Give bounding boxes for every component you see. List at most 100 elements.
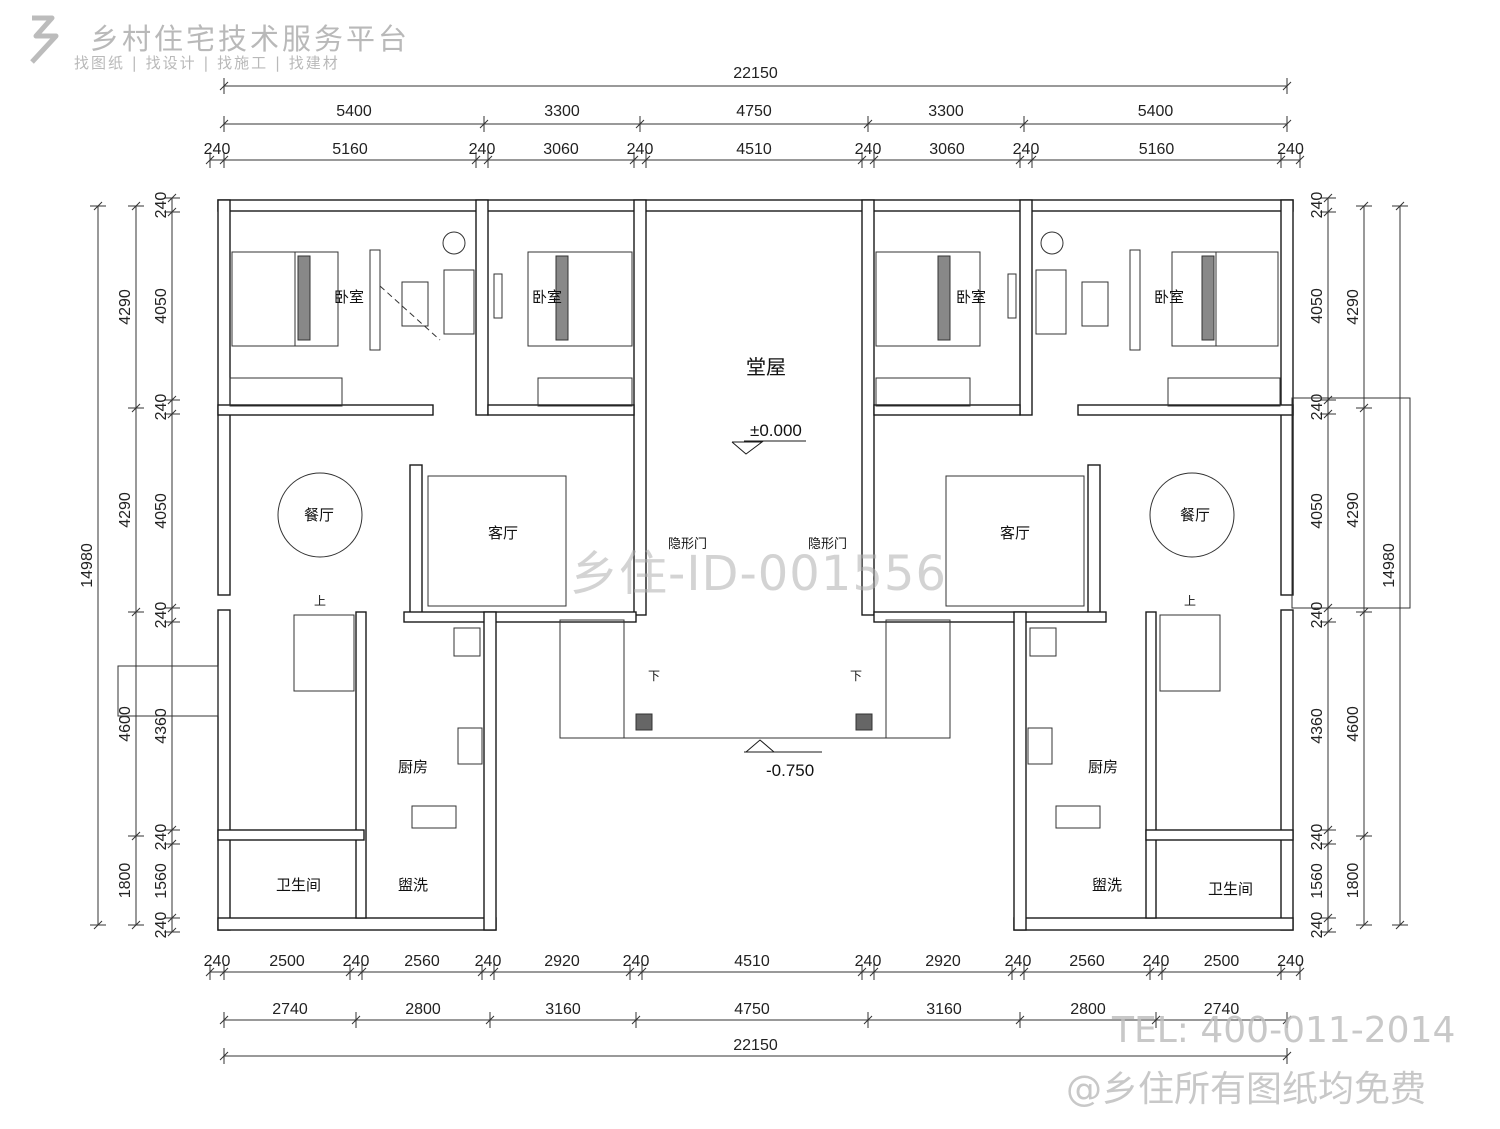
wc-label-right: 卫生间 bbox=[1208, 881, 1253, 898]
bottom-inner-dim-1: 2500 bbox=[269, 953, 305, 970]
left-inner-dim-1: 4050 bbox=[153, 288, 170, 324]
walls bbox=[217, 199, 1294, 931]
top-inner-dim-1: 5160 bbox=[332, 141, 368, 158]
bedroom-label-3: 卧室 bbox=[956, 289, 986, 306]
kitchen-label-left: 厨房 bbox=[398, 759, 428, 776]
bottom-inner-dim-4: 240 bbox=[475, 953, 502, 970]
right-inner-dim-8: 240 bbox=[1309, 912, 1326, 939]
step-down-left: 下 bbox=[648, 669, 660, 683]
top-mid-dim-4: 5400 bbox=[1138, 103, 1174, 120]
platform-subtitle: 找图纸 | 找设计 | 找施工 | 找建材 bbox=[74, 54, 340, 72]
right-inner-dim-1: 4050 bbox=[1309, 288, 1326, 324]
top-inner-dim-4: 240 bbox=[627, 141, 654, 158]
step-down-right: 下 bbox=[850, 669, 862, 683]
top-inner-dim-7: 3060 bbox=[929, 141, 965, 158]
bottom-inner-dim-10: 240 bbox=[1005, 953, 1032, 970]
platform-title: 乡村住宅技术服务平台 bbox=[90, 22, 411, 56]
hidden-door-label-left: 隐形门 bbox=[668, 536, 707, 551]
bottom-inner-dim-2: 240 bbox=[343, 953, 370, 970]
bottom-mid-dim-1: 2800 bbox=[405, 1001, 441, 1018]
level-markers bbox=[731, 440, 822, 753]
bottom-inner-dim-7: 4510 bbox=[734, 953, 770, 970]
left-inner-dim-7: 1560 bbox=[153, 863, 170, 899]
bottom-inner-dim-14: 240 bbox=[1277, 953, 1304, 970]
bottom-mid-dim-2: 3160 bbox=[545, 1001, 581, 1018]
bottom-inner-dim-8: 240 bbox=[855, 953, 882, 970]
wash-label-right: 盥洗 bbox=[1092, 877, 1122, 894]
room-labels: 卧室 卧室 卧室 卧室 堂屋 餐厅 餐厅 客厅 客厅 隐形门 隐形门 厨房 厨房… bbox=[276, 289, 1253, 898]
watermark-tel: TEL: 400-011-2014 bbox=[1112, 1010, 1456, 1051]
stair-up-left: 上 bbox=[314, 594, 326, 608]
top-mid-dim-2: 4750 bbox=[736, 103, 772, 120]
top-inner-dim-8: 240 bbox=[1013, 141, 1040, 158]
top-mid-dim-1: 3300 bbox=[544, 103, 580, 120]
bottom-inner-dim-9: 2920 bbox=[925, 953, 961, 970]
wash-label-left: 盥洗 bbox=[398, 877, 428, 894]
right-inner-dim-6: 240 bbox=[1309, 824, 1326, 851]
platform-logo-icon bbox=[30, 15, 59, 64]
bottom-inner-dim-0: 240 bbox=[204, 953, 231, 970]
platform-logo: 乡村住宅技术服务平台 找图纸 | 找设计 | 找施工 | 找建材 bbox=[22, 12, 407, 74]
right-mid-dim-1: 4290 bbox=[1345, 492, 1362, 528]
top-inner-dim-3: 3060 bbox=[543, 141, 579, 158]
right-mid-dim-0: 4290 bbox=[1345, 289, 1362, 325]
left-mid-dim-1: 4290 bbox=[117, 492, 134, 528]
right-mid-dim-2: 4600 bbox=[1345, 706, 1362, 742]
right-inner-dim-7: 1560 bbox=[1309, 863, 1326, 899]
watermark-id: 乡住-ID-001556 bbox=[570, 546, 947, 602]
left-inner-dim-0: 240 bbox=[153, 192, 170, 219]
bottom-inner-dim-5: 2920 bbox=[544, 953, 580, 970]
stair-up-right: 上 bbox=[1184, 594, 1196, 608]
right-inner-dim-4: 240 bbox=[1309, 602, 1326, 629]
living-label-left: 客厅 bbox=[488, 525, 518, 542]
left-inner-dim-5: 4360 bbox=[153, 708, 170, 744]
left-mid-dim-3: 1800 bbox=[117, 863, 134, 899]
right-total-dim-0: 14980 bbox=[1381, 543, 1398, 588]
dining-label-right: 餐厅 bbox=[1180, 507, 1210, 524]
top-inner-dim-5: 4510 bbox=[736, 141, 772, 158]
top-inner-dim-10: 240 bbox=[1277, 141, 1304, 158]
living-label-right: 客厅 bbox=[1000, 525, 1030, 542]
left-total-dim-0: 14980 bbox=[79, 543, 96, 588]
right-inner-dim-2: 240 bbox=[1309, 394, 1326, 421]
bottom-inner-dim-13: 2500 bbox=[1204, 953, 1240, 970]
level-outside: -0.750 bbox=[766, 761, 814, 780]
top-mid-dim-0: 5400 bbox=[336, 103, 372, 120]
right-inner-dim-5: 4360 bbox=[1309, 708, 1326, 744]
watermark-free: @乡住所有图纸均免费 bbox=[1066, 1069, 1427, 1110]
left-inner-dim-3: 4050 bbox=[153, 493, 170, 529]
left-inner-dim-6: 240 bbox=[153, 824, 170, 851]
bottom-inner-dim-11: 2560 bbox=[1069, 953, 1105, 970]
right-inner-dim-3: 4050 bbox=[1309, 493, 1326, 529]
left-mid-dim-2: 4600 bbox=[117, 706, 134, 742]
top-inner-dim-2: 240 bbox=[469, 141, 496, 158]
bottom-inner-dim-3: 2560 bbox=[404, 953, 440, 970]
bedroom-label-1: 卧室 bbox=[334, 289, 364, 306]
dining-label-left: 餐厅 bbox=[304, 507, 334, 524]
bottom-inner-dim-6: 240 bbox=[623, 953, 650, 970]
bottom-mid-dim-0: 2740 bbox=[272, 1001, 308, 1018]
left-inner-dim-2: 240 bbox=[153, 394, 170, 421]
left-mid-dim-0: 4290 bbox=[117, 289, 134, 325]
fixtures bbox=[117, 231, 1411, 829]
bedroom-label-4: 卧室 bbox=[1154, 289, 1184, 306]
hidden-door-label-right: 隐形门 bbox=[808, 536, 847, 551]
left-inner-dim-4: 240 bbox=[153, 602, 170, 629]
bottom-mid-dim-3: 4750 bbox=[734, 1001, 770, 1018]
bottom-mid-dim-6: 2740 bbox=[1204, 1001, 1240, 1018]
top-inner-dim-0: 240 bbox=[204, 141, 231, 158]
bottom-mid-dim-4: 3160 bbox=[926, 1001, 962, 1018]
right-mid-dim-3: 1800 bbox=[1345, 863, 1362, 899]
hall-label: 堂屋 bbox=[746, 356, 786, 379]
top-total-dim-0: 22150 bbox=[733, 65, 778, 82]
bottom-total-dim-0: 22150 bbox=[733, 1037, 778, 1054]
wc-label-left: 卫生间 bbox=[276, 877, 321, 894]
top-mid-dim-3: 3300 bbox=[928, 103, 964, 120]
kitchen-label-right: 厨房 bbox=[1088, 759, 1118, 776]
level-floor: ±0.000 bbox=[750, 421, 802, 440]
left-inner-dim-8: 240 bbox=[153, 912, 170, 939]
bedroom-label-2: 卧室 bbox=[532, 289, 562, 306]
top-inner-dim-6: 240 bbox=[855, 141, 882, 158]
top-inner-dim-9: 5160 bbox=[1139, 141, 1175, 158]
